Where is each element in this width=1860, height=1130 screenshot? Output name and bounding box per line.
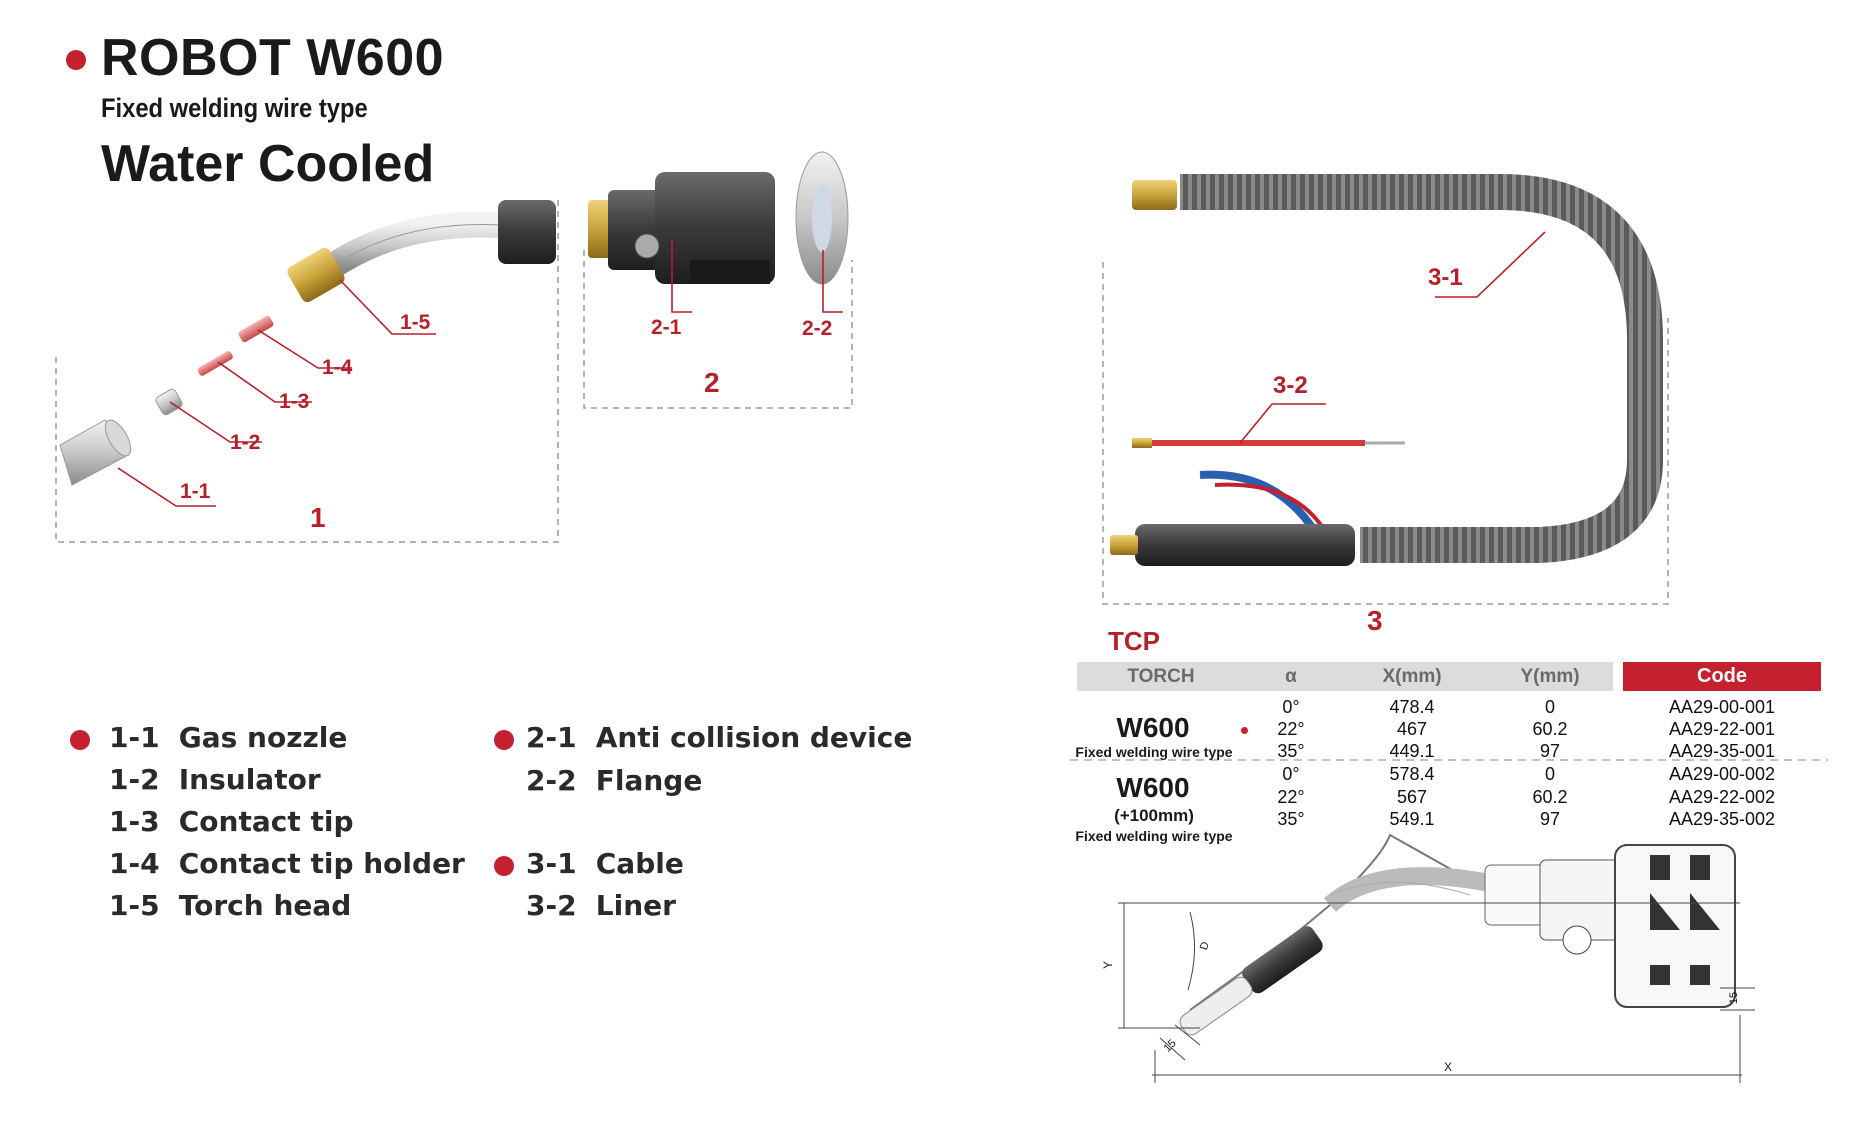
cell-code: AA29-00-002 bbox=[1668, 764, 1776, 784]
th-y: Y(mm) bbox=[1487, 662, 1613, 691]
cell-x: 549.1 bbox=[1389, 809, 1435, 829]
callout-1-1: 1-1 bbox=[180, 480, 211, 503]
cell-code: AA29-35-001 bbox=[1668, 741, 1776, 761]
cell-code: AA29-35-002 bbox=[1668, 809, 1776, 829]
title-bullet-icon bbox=[66, 50, 86, 70]
model-subtitle: Fixed welding wire type bbox=[1075, 828, 1233, 844]
legend-item: 1-2 Insulator bbox=[109, 763, 321, 796]
anti-collision-device-part bbox=[588, 172, 775, 284]
dimension-drawing bbox=[1118, 833, 1755, 1083]
legend-bullet-group-1-icon bbox=[70, 730, 90, 750]
legend-item: 3-2 Liner bbox=[526, 889, 676, 922]
model-subtitle: Fixed welding wire type bbox=[1075, 744, 1233, 760]
cell-y: 0 bbox=[1544, 697, 1555, 717]
cell-alpha: 22° bbox=[1277, 787, 1305, 807]
cell-code: AA29-22-001 bbox=[1668, 719, 1776, 739]
model-name: W600 bbox=[1116, 772, 1190, 803]
th-torch: TORCH bbox=[1077, 662, 1245, 691]
model-extra: (+100mm) bbox=[1114, 806, 1194, 825]
callout-2-2: 2-2 bbox=[802, 317, 833, 340]
row-marker-icon bbox=[1241, 727, 1248, 734]
group-number-1: 1 bbox=[310, 502, 326, 533]
cell-y: 0 bbox=[1544, 764, 1555, 784]
callout-1-3: 1-3 bbox=[279, 390, 310, 413]
callout-3-1: 3-1 bbox=[1428, 264, 1463, 291]
model-name: W600 bbox=[1116, 712, 1190, 743]
legend-bullet-group-3-icon bbox=[494, 856, 514, 876]
cell-code: AA29-22-002 bbox=[1668, 787, 1776, 807]
cell-alpha: 22° bbox=[1277, 719, 1305, 739]
cell-alpha: 0° bbox=[1282, 764, 1300, 784]
callout-1-4: 1-4 bbox=[322, 356, 353, 379]
callout-2-1: 2-1 bbox=[651, 316, 682, 339]
group-number-2: 2 bbox=[704, 367, 720, 398]
cell-x: 578.4 bbox=[1389, 764, 1435, 784]
cell-x: 449.1 bbox=[1389, 741, 1435, 761]
dim-label-15b: 15 bbox=[1728, 991, 1741, 1005]
page-title: ROBOT W600 bbox=[101, 29, 445, 87]
group-number-3: 3 bbox=[1367, 605, 1383, 636]
legend-item: 2-2 Flange bbox=[526, 764, 703, 797]
legend-item: 1-5 Torch head bbox=[109, 889, 352, 922]
callout-1-2: 1-2 bbox=[230, 431, 261, 454]
cell-x: 467 bbox=[1396, 719, 1428, 739]
legend-bullet-group-2-icon bbox=[494, 730, 514, 750]
group-1-outline bbox=[55, 200, 559, 543]
legend-item: 1-1 Gas nozzle bbox=[109, 721, 348, 754]
cell-code: AA29-00-001 bbox=[1668, 697, 1776, 717]
th-alpha: α bbox=[1245, 662, 1337, 691]
callout-1-5: 1-5 bbox=[400, 311, 431, 334]
cooling-type: Water Cooled bbox=[101, 135, 435, 193]
legend-item: 1-4 Contact tip holder bbox=[109, 847, 465, 880]
legend-item: 3-1 Cable bbox=[526, 847, 684, 880]
gas-nozzle-part bbox=[59, 419, 132, 486]
contact-tip-part bbox=[197, 351, 233, 376]
tcp-title: TCP bbox=[1108, 626, 1160, 656]
cell-alpha: 35° bbox=[1277, 741, 1305, 761]
legend-item: 2-1 Anti collision device bbox=[526, 721, 913, 754]
flange-part bbox=[795, 151, 849, 285]
cell-y: 60.2 bbox=[1532, 787, 1568, 807]
th-code: Code bbox=[1623, 662, 1821, 691]
group-2-outline bbox=[583, 250, 853, 409]
cell-y: 97 bbox=[1539, 741, 1561, 761]
cell-y: 97 bbox=[1539, 809, 1561, 829]
page-subtitle: Fixed welding wire type bbox=[101, 93, 368, 123]
cable-part bbox=[1110, 174, 1663, 566]
dim-label-x: X bbox=[1444, 1060, 1453, 1074]
group-3-outline bbox=[1102, 262, 1669, 605]
insulator-part bbox=[155, 388, 183, 416]
callout-leaders bbox=[117, 231, 1546, 507]
cell-y: 60.2 bbox=[1532, 719, 1568, 739]
legend-item: 1-3 Contact tip bbox=[109, 805, 354, 838]
cell-x: 567 bbox=[1396, 787, 1428, 807]
torch-head-part bbox=[287, 200, 556, 303]
liner-part bbox=[1132, 438, 1405, 448]
cell-alpha: 35° bbox=[1277, 809, 1305, 829]
cell-x: 478.4 bbox=[1389, 697, 1435, 717]
cell-alpha: 0° bbox=[1282, 697, 1300, 717]
contact-tip-holder-part bbox=[238, 315, 274, 343]
dim-label-y: Y bbox=[1101, 960, 1116, 970]
callout-3-2: 3-2 bbox=[1273, 372, 1308, 399]
th-x: X(mm) bbox=[1337, 662, 1487, 691]
